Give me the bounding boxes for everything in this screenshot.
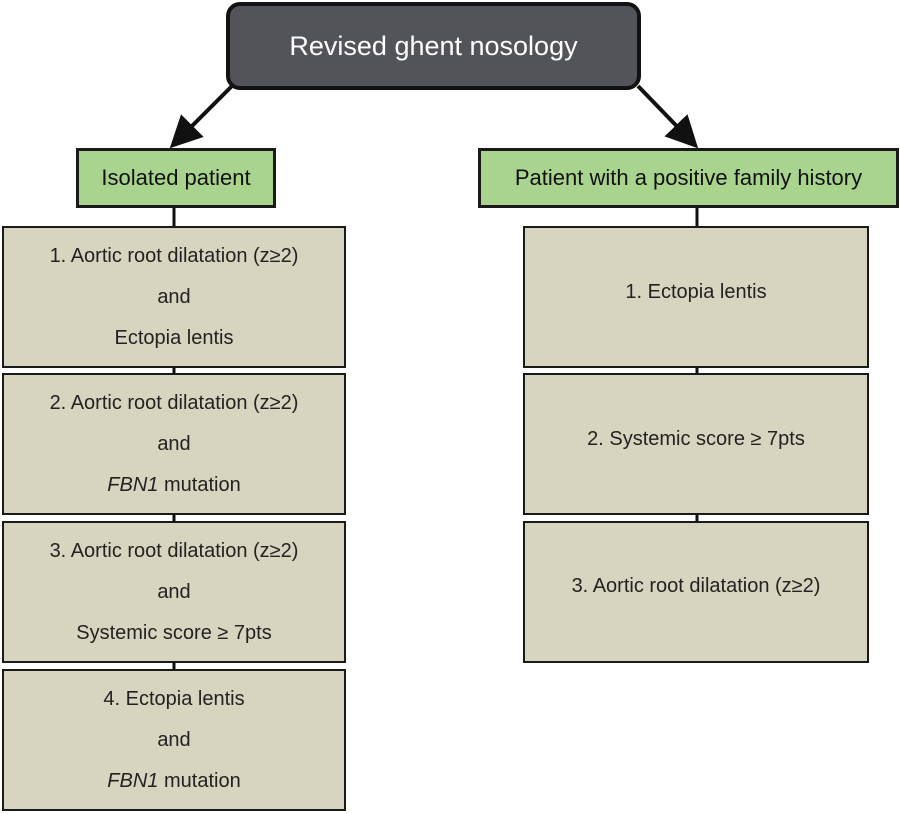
criterion-line: 2. Aortic root dilatation (z≥2) bbox=[49, 391, 299, 414]
criterion-line: FBN1 mutation bbox=[107, 761, 240, 802]
branch-label: Patient with a positive family history bbox=[514, 165, 863, 190]
branch-isolated-patient: Isolated patient bbox=[76, 148, 276, 208]
criterion-box: 3. Aortic root dilatation (z≥2) and Syst… bbox=[2, 521, 346, 663]
criterion-box: 1. Aortic root dilatation (z≥2) and Ecto… bbox=[2, 226, 346, 368]
root-title: Revised ghent nosology bbox=[289, 30, 578, 61]
criterion-line: and bbox=[157, 580, 191, 603]
arrow-to-family-history bbox=[636, 84, 699, 149]
branch-family-history: Patient with a positive family history bbox=[478, 148, 899, 208]
criterion-line: 1. Ectopia lentis bbox=[625, 281, 767, 303]
arrow-to-isolated-patient bbox=[169, 84, 234, 149]
criterion-line: Ectopia lentis bbox=[114, 326, 234, 349]
criterion-box: 4. Ectopia lentis and FBN1 mutation bbox=[2, 669, 346, 811]
criterion-line: and bbox=[157, 728, 191, 751]
criterion-line: 2. Systemic score ≥ 7pts bbox=[587, 428, 805, 450]
criterion-text: mutation bbox=[163, 769, 241, 792]
criterion-line: and bbox=[157, 285, 191, 308]
criterion-box: 2. Systemic score ≥ 7pts bbox=[523, 373, 869, 515]
criterion-line: FBN1 mutation bbox=[107, 465, 240, 506]
branch-label: Isolated patient bbox=[101, 165, 251, 190]
criterion-line: 4. Ectopia lentis bbox=[103, 687, 245, 710]
criterion-line: 3. Aortic root dilatation (z≥2) bbox=[49, 539, 299, 562]
criterion-line: 1. Aortic root dilatation (z≥2) bbox=[49, 244, 299, 267]
criterion-line: Systemic score ≥ 7pts bbox=[76, 621, 272, 644]
criterion-text: mutation bbox=[163, 473, 241, 496]
criterion-box: 1. Ectopia lentis bbox=[523, 226, 869, 368]
criterion-box: 3. Aortic root dilatation (z≥2) bbox=[523, 521, 869, 663]
gene-name: FBN1 bbox=[107, 473, 159, 496]
criterion-line: 3. Aortic root dilatation (z≥2) bbox=[571, 575, 821, 597]
criterion-box: 2. Aortic root dilatation (z≥2) and FBN1… bbox=[2, 373, 346, 515]
root-title-box: Revised ghent nosology bbox=[226, 2, 641, 90]
criterion-line: and bbox=[157, 432, 191, 455]
gene-name: FBN1 bbox=[107, 769, 159, 792]
